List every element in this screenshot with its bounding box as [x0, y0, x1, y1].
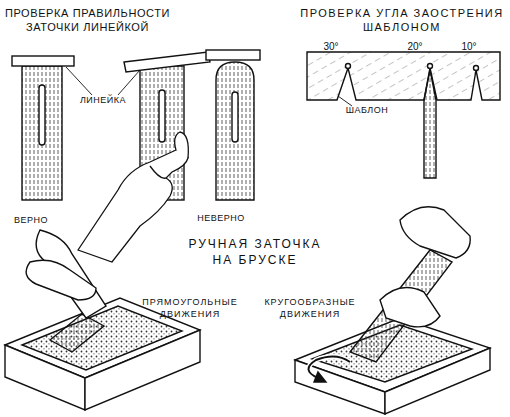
- stone-surface: [22, 306, 182, 370]
- section-heading: ПРОВЕРКА ПРАВИЛЬНОСТИ ЗАТОЧКИ ЛИНЕЙКОЙ: [0, 6, 175, 34]
- leader-lines: [66, 67, 140, 95]
- blade-slot: [159, 90, 165, 142]
- hand-lower: [380, 288, 440, 327]
- blade-slot: [39, 85, 45, 145]
- blade-body: [22, 66, 62, 200]
- leader-line: [118, 70, 140, 95]
- section-heading: ПРОВЕРКА УГЛА ЗАОСТРЕНИЯ ШАБЛОНОМ: [296, 6, 508, 34]
- blade-on-stone: [50, 314, 104, 352]
- hand-outline: [78, 150, 188, 262]
- angle-value: 10°: [452, 40, 486, 53]
- hand-lower: [26, 260, 96, 300]
- leader-line: [338, 96, 352, 106]
- motion-label: КРУГООБРАЗНЫЕ ДВИЖЕНИЯ: [258, 296, 362, 320]
- angle-template: [307, 52, 500, 178]
- blade-on-stone: [350, 250, 452, 362]
- blade-body: [216, 62, 254, 200]
- arrow-head: [314, 372, 326, 382]
- blade-correct: [12, 56, 74, 200]
- notch-hole: [346, 64, 351, 69]
- notch-hole: [428, 64, 433, 69]
- hand-line: [150, 166, 166, 178]
- verdict-label: ВЕРНО: [2, 214, 60, 226]
- motion-arrow-bg: [308, 356, 350, 378]
- whetstone-left: [5, 230, 200, 410]
- hand: [78, 132, 188, 262]
- part-name: ШАБЛОН: [330, 104, 404, 116]
- notch-hole: [474, 66, 479, 71]
- angle-value: 20°: [398, 40, 432, 53]
- blade-slot: [232, 92, 238, 142]
- ruler: [124, 52, 210, 72]
- template-plate: [307, 52, 500, 100]
- motion-arrow: [308, 356, 350, 378]
- hand-upper: [400, 207, 470, 258]
- ruler: [12, 56, 74, 66]
- thumb: [175, 132, 189, 158]
- figure-title: РУЧНАЯ ЗАТОЧКА НА БРУСКЕ: [178, 236, 332, 268]
- leader-line: [66, 67, 92, 95]
- tool-blade: [424, 70, 436, 178]
- motion-label: ПРЯМОУГОЛЬНЫЕ ДВИЖЕНИЯ: [136, 296, 244, 320]
- blade-wrong-rounded: [206, 50, 260, 200]
- ruler: [206, 50, 260, 60]
- part-name: ЛИНЕЙКА: [66, 94, 140, 106]
- angle-value: 30°: [314, 40, 348, 53]
- verdict-label: НЕВЕРНО: [184, 212, 258, 224]
